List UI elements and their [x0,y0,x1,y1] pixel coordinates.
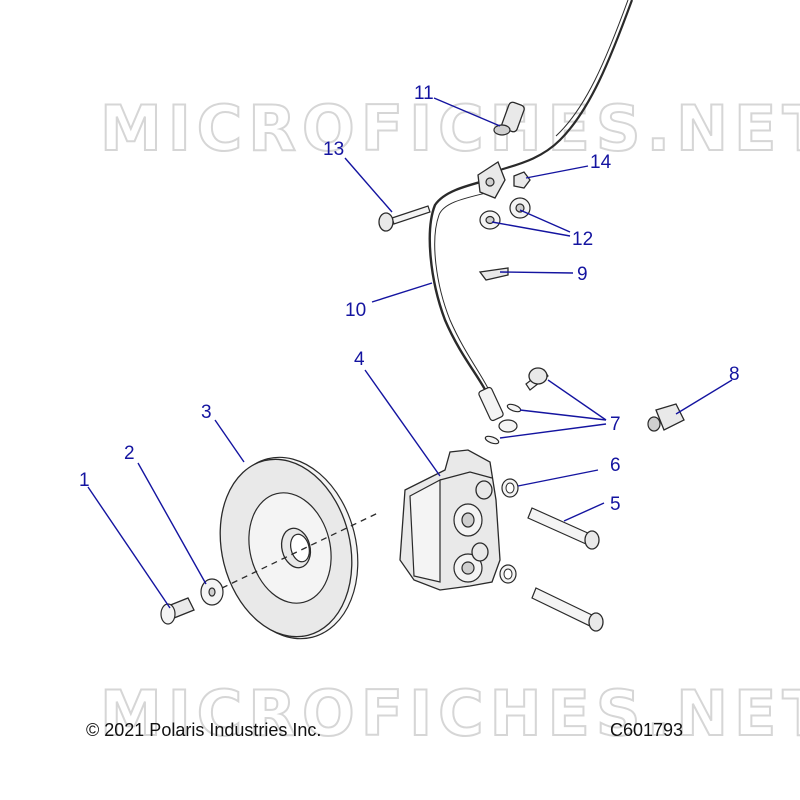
callout-13: 13 [323,139,344,160]
leader-lines [87,97,733,609]
bolt-part-13 [378,205,431,232]
nut-part-14 [513,171,531,189]
brake-line-bracket [477,161,506,199]
copyright-notice: © 2021 Polaris Industries Inc. [86,720,322,740]
callout-4: 4 [354,349,365,370]
o-rings-part-6 [499,478,519,584]
callout-2: 2 [124,443,135,464]
callout-6: 6 [610,455,621,476]
callout-12: 12 [572,229,593,250]
callout-14: 14 [590,152,612,173]
watermark-bottom: MICROFICHES.NET [100,677,800,750]
screw-part-1 [160,597,195,625]
fitting-part-11 [493,101,525,136]
callout-11: 11 [414,83,434,104]
watermark-top: MICROFICHES.NET [100,92,800,165]
callout-8: 8 [729,364,740,385]
pins-part-5 [527,507,604,632]
callout-9: 9 [577,264,588,285]
brake-line [428,0,634,433]
callout-10: 10 [345,300,366,321]
brake-disc-part-3 [219,456,359,640]
clip-part-9 [478,267,509,281]
callout-3: 3 [201,402,212,423]
caliper-part-4 [399,449,501,591]
washers-part-12 [479,197,531,230]
sensor-part-8 [647,403,685,432]
callout-7: 7 [610,414,621,435]
callout-5: 5 [610,494,621,515]
callout-1: 1 [79,470,90,491]
washer-part-2 [200,578,224,606]
banjo-bolt-part-7 [484,367,549,445]
diagram-id: C601793 [610,720,684,740]
